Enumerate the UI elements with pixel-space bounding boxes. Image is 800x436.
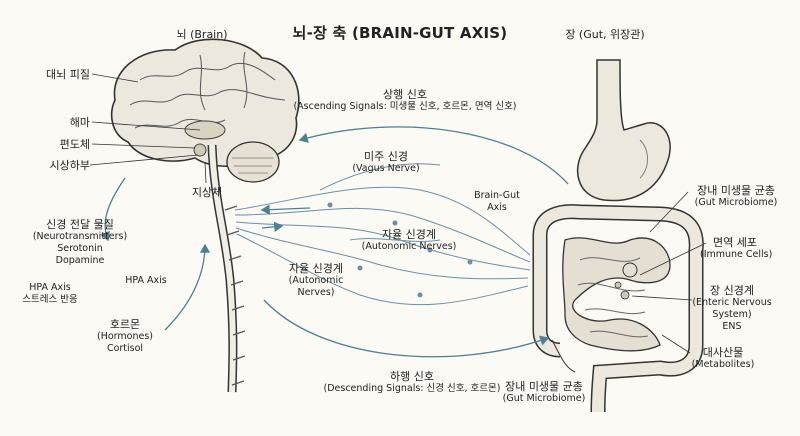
hormones-en: (Hormones) [97,331,153,342]
hormone-cortisol: Cortisol [106,343,144,354]
vagus-right-arrow [261,221,284,232]
label-pituitary: 지상체 [191,186,223,199]
neurotransmitter-dopamine: Dopamine [55,255,105,266]
ascending-en: (Ascending Signals: 미생물 신호, 호르몬, 면역 신호) [293,101,517,112]
autonomic-left-block: 자율 신경계 (Autonomic Nerves) [276,262,356,299]
ascending-arrow [298,126,569,185]
hpa-up-arrow [164,243,211,331]
autonomic-center-ko: 자율 신경계 [381,228,437,241]
enteric-nervous-system-block: 장 신경계 (Enteric Nervous System) ENS [690,284,774,333]
label-hypothalamus: 시상하부 [49,159,90,172]
gut-header: 장 (Gut, 위장관) [565,28,645,41]
autonomic-center-en: (Autonomic Nerves) [361,241,457,252]
hormones-ko: 호르몬 [109,318,141,331]
brain-header: 뇌 (Brain) [176,28,228,41]
gut-microbiome-top-ko: 장내 미생물 균총 [697,184,775,197]
immune-ko: 면역 세포 [713,236,757,249]
brain-illustration [111,38,300,183]
nerve-bundle [234,163,531,306]
leader-lines [89,73,707,354]
immune-en: (Immune Cells) [700,249,773,260]
gut-microbiome-top-block: 장내 미생물 균총 (Gut Microbiome) [686,184,786,209]
ens-en1: (Enteric Nervous [692,297,772,308]
ascending-ko: 상행 신호 [383,88,427,101]
vagus-ko: 미주 신경 [364,150,408,163]
descending-en: (Descending Signals: 신경 신호, 호르몬) [323,383,501,394]
label-amygdala: 편도체 [59,138,90,151]
gut-microbiome-bottom-en: (Gut Microbiome) [502,393,586,404]
ens-en2: System) [712,309,752,320]
brain-gut-axis-label: Brain-Gut Axis [462,190,532,214]
neurotransmitter-serotonin: Serotonin [57,243,103,254]
autonomic-center-block: 자율 신경계 (Autonomic Nerves) [354,228,464,253]
neurotransmitters-en: (Neurotransmitters) [32,231,128,242]
hpa-down-arrow [100,177,126,242]
neurotransmitters-block: 신경 전달 물질 (Neurotransmitters) Serotonin D… [28,218,132,267]
neurotransmitters-ko: 신경 전달 물질 [46,218,114,231]
metabolites-ko: 대사산물 [702,346,744,359]
vagus-nerve-block: 미주 신경 (Vagus Nerve) [336,150,436,175]
descending-ko: 하행 신호 [390,370,434,383]
ens-en3: ENS [722,321,742,332]
hpa-left-block: HPA Axis 스트레스 반응 [14,282,86,306]
metabolites-block: 대사산물 (Metabolites) [688,346,758,371]
brain-gut-axis-line2: Axis [487,202,507,213]
gut-microbiome-top-en: (Gut Microbiome) [694,197,778,208]
immune-cells-block: 면역 세포 (Immune Cells) [700,236,773,261]
autonomic-left-ko: 자율 신경계 [288,262,344,275]
stomach-illustration [576,59,671,202]
label-hippocampus: 해마 [69,116,90,129]
gut-microbiome-bottom-block: 장내 미생물 균총 (Gut Microbiome) [494,380,594,405]
metabolites-en: (Metabolites) [691,359,755,370]
descending-arrow [263,299,550,358]
signal-arrows [100,126,569,358]
ascending-signals-block: 상행 신호 (Ascending Signals: 미생물 신호, 호르몬, 면… [290,88,520,113]
autonomic-left-en1: (Autonomic [288,275,344,286]
descending-signals-block: 하행 신호 (Descending Signals: 신경 신호, 호르몬) [312,370,512,395]
spinal-cord-illustration [207,144,246,393]
hpa-left-ko: 스트레스 반응 [22,294,78,305]
autonomic-left-en2: Nerves) [297,287,335,298]
label-cortex: 대뇌 피질 [46,68,90,81]
vagus-left-arrow [260,204,311,215]
hpa-center-label: HPA Axis [125,275,167,286]
hormones-block: 호르몬 (Hormones) Cortisol [90,318,160,355]
brain-gut-axis-line1: Brain-Gut [474,190,520,201]
ens-ko: 장 신경계 [710,284,754,297]
gut-microbiome-bottom-ko: 장내 미생물 균총 [505,380,583,393]
vagus-en: (Vagus Nerve) [352,163,420,174]
hpa-left-en: HPA Axis [29,282,71,293]
diagram-title: 뇌-장 축 (BRAIN-GUT AXIS) [292,24,508,42]
